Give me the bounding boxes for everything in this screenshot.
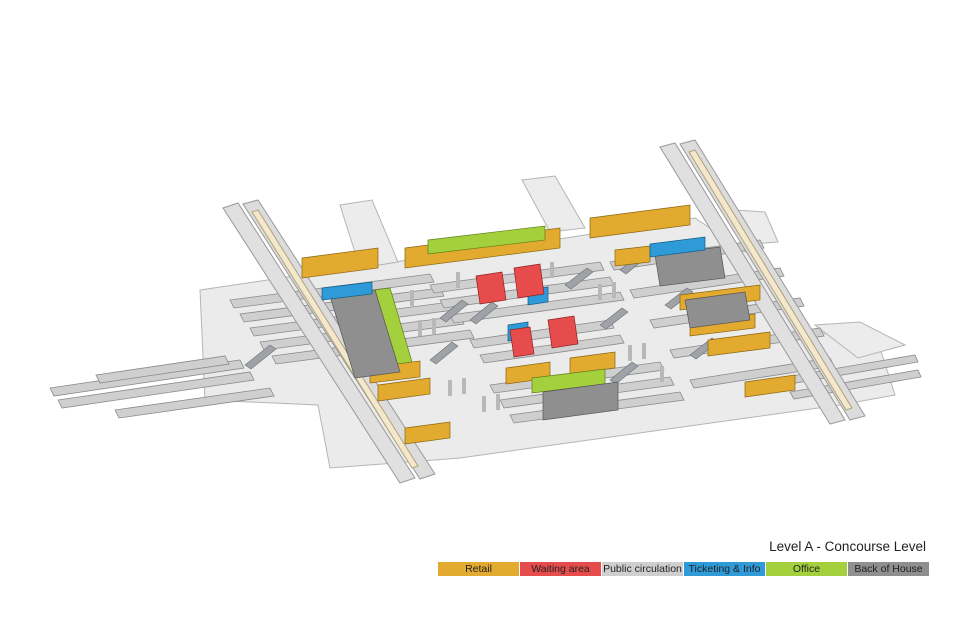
office-blocks xyxy=(374,225,606,394)
legend-item-public-circulation: Public circulation xyxy=(602,562,683,576)
waiting-area-blocks xyxy=(475,263,579,358)
legend-item-office: Office xyxy=(766,562,847,576)
retail-blocks xyxy=(301,204,796,445)
back-of-house-blocks xyxy=(329,246,751,421)
rail-corridor-right xyxy=(659,139,866,425)
legend-item-back-of-house: Back of House xyxy=(848,562,929,576)
rail-corridor-left xyxy=(222,199,436,484)
legend: Retail Waiting area Public circulation T… xyxy=(438,562,929,576)
escalators xyxy=(244,251,719,385)
legend-item-ticketing-info: Ticketing & Info xyxy=(684,562,765,576)
columns xyxy=(410,262,664,412)
page-title: Level A - Concourse Level xyxy=(769,539,926,554)
legend-item-waiting-area: Waiting area xyxy=(520,562,601,576)
legend-item-retail: Retail xyxy=(438,562,519,576)
